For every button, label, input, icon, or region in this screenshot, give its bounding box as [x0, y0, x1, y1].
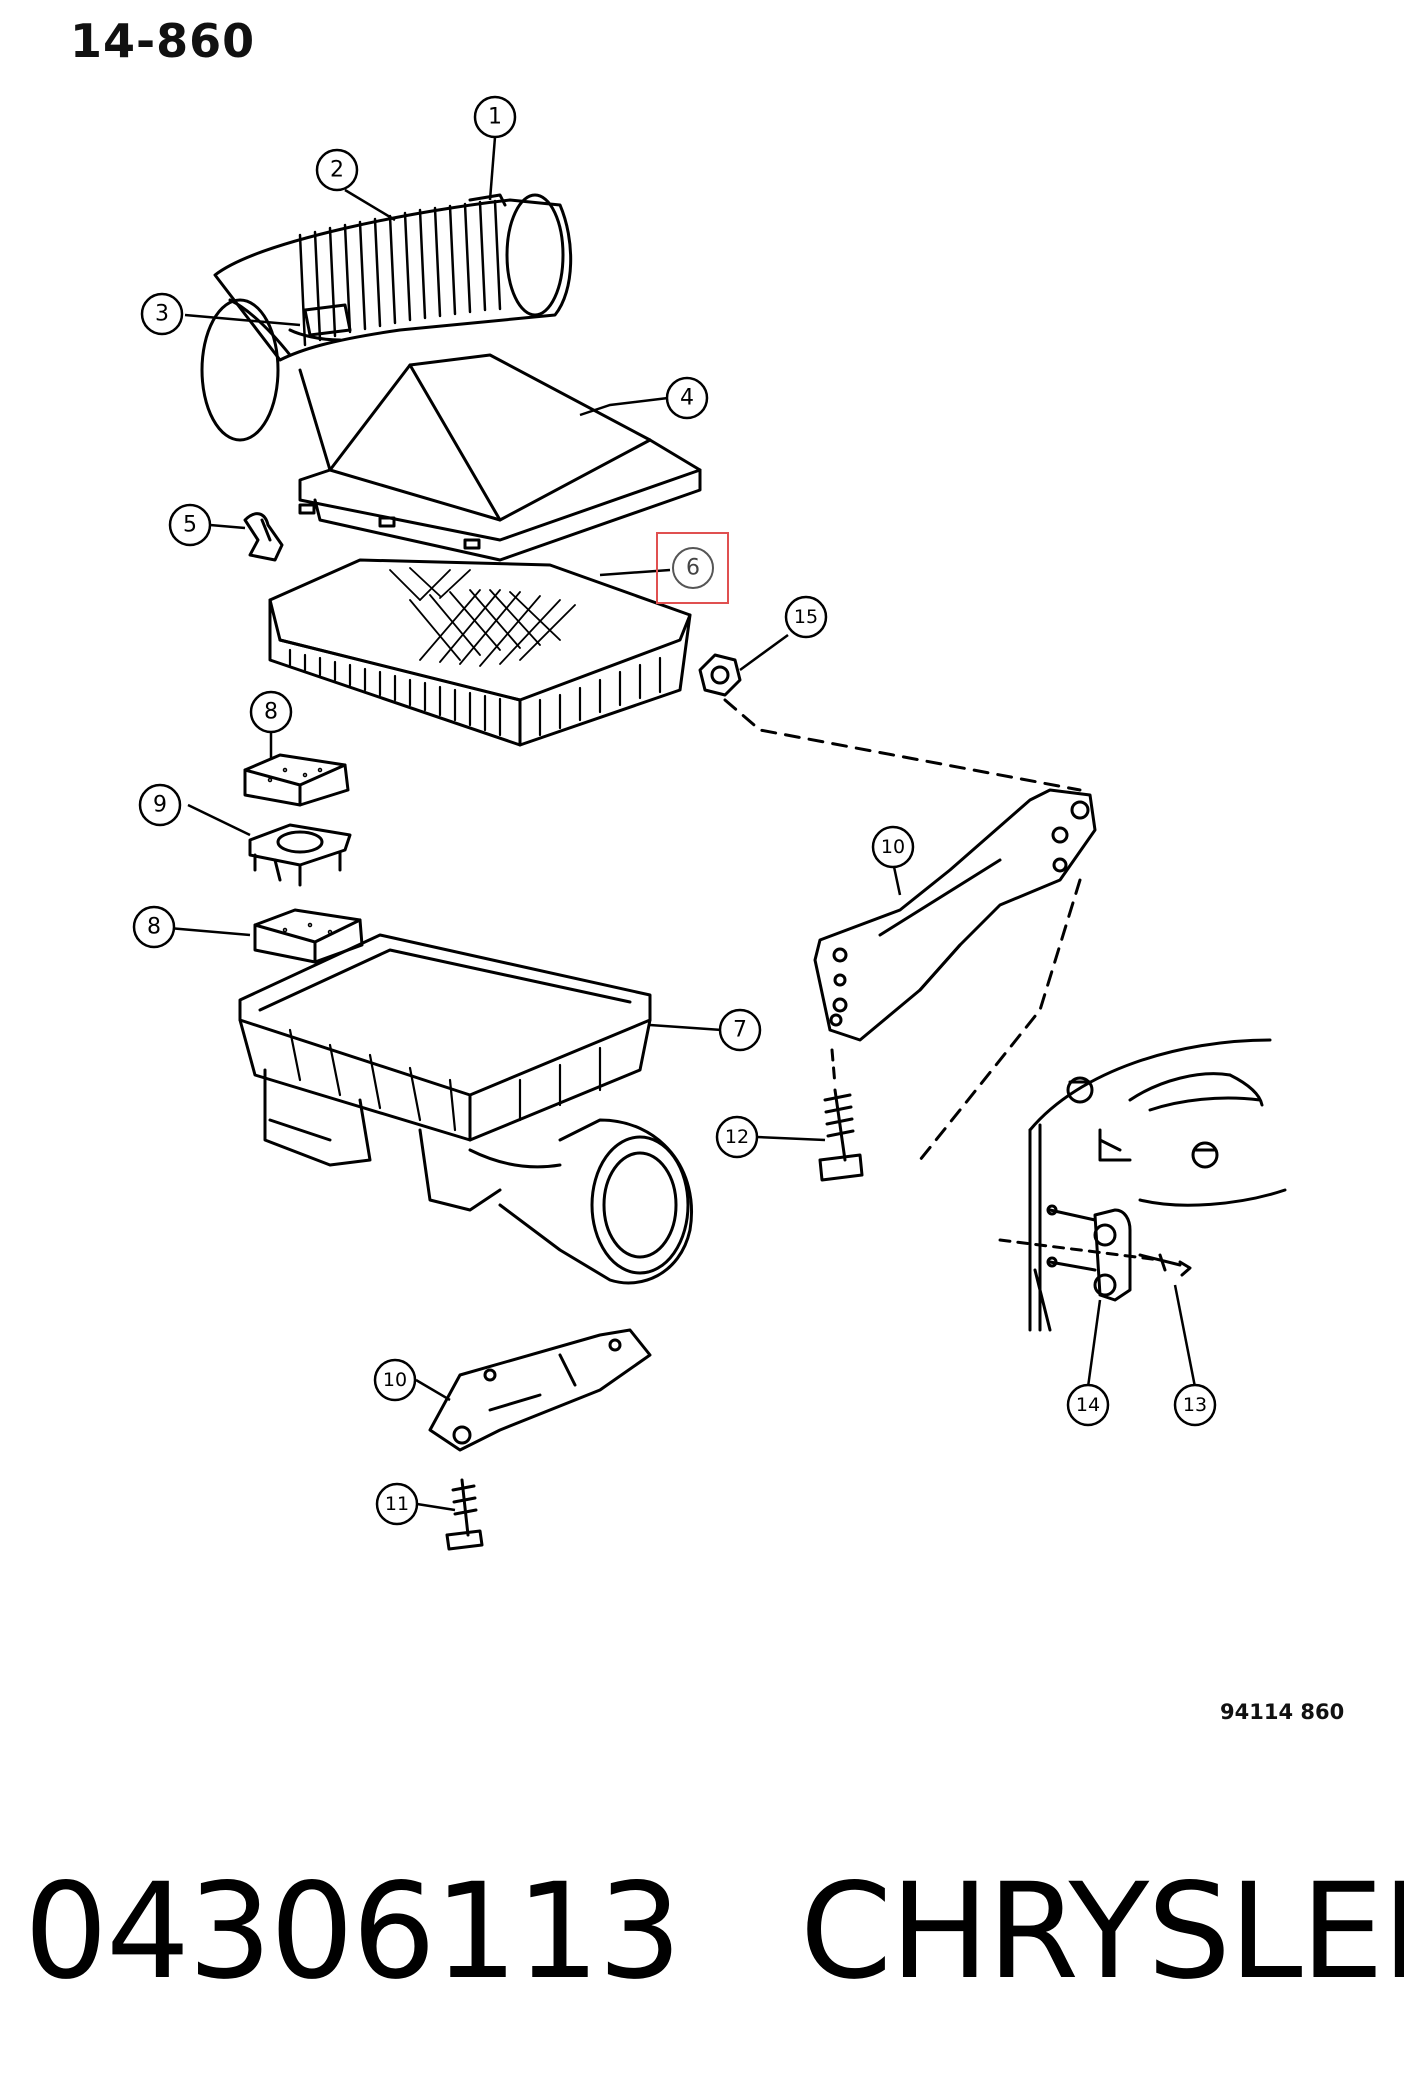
page-code: 14-860 [70, 14, 256, 68]
housing-cover [298, 353, 702, 562]
callout-3 [140, 292, 184, 336]
intake-hose [200, 193, 573, 442]
callout-13 [1173, 1383, 1217, 1427]
callout-9-label: 9 [153, 793, 167, 818]
brand-name: CHRYSLER [799, 1855, 1404, 2009]
callout-markers [132, 95, 1217, 1526]
callout-2-label: 2 [330, 158, 344, 183]
callout-5-label: 5 [183, 513, 197, 538]
callout-10a-label: 10 [881, 836, 905, 858]
figure-reference: 94114 860 [1220, 1700, 1345, 1724]
callout-11 [375, 1482, 419, 1526]
callout-8b [132, 905, 176, 949]
callout-8a [249, 690, 293, 734]
callout-8b-label: 8 [147, 915, 161, 940]
relay-bracket-14 [1046, 1204, 1132, 1302]
callout-14 [1066, 1383, 1110, 1427]
callout-10b [373, 1358, 417, 1402]
part-footer: 04306113 CHRYSLER [24, 1855, 1404, 2009]
callout-6-highlight-box [656, 532, 729, 604]
callout-4 [665, 376, 709, 420]
callout-13-label: 13 [1183, 1394, 1207, 1416]
callout-10a [871, 825, 915, 869]
air-cleaner-housing [238, 933, 693, 1285]
dashed-leader-bracket [918, 878, 1082, 1162]
callout-7-label: 7 [733, 1018, 747, 1043]
screw-bolt-12 [818, 1048, 864, 1182]
part-number: 04306113 [24, 1855, 682, 2009]
callout-4-label: 4 [680, 386, 694, 411]
callout-5 [168, 503, 212, 547]
callout-2 [315, 148, 359, 192]
hose-clamp [288, 303, 352, 342]
callout-10b-label: 10 [383, 1369, 407, 1391]
hex-nut [698, 653, 742, 697]
callout-11-label: 11 [385, 1493, 409, 1515]
mounting-bracket-upper [813, 788, 1097, 1042]
callout-9 [138, 783, 182, 827]
callout-6 [672, 547, 714, 589]
mounting-bracket-lower [428, 1328, 652, 1452]
callout-6-label: 6 [686, 556, 700, 581]
callout-1-label: 1 [488, 105, 502, 130]
screw-11 [445, 1478, 484, 1551]
callout-12 [715, 1115, 759, 1159]
dashed-leader-15 [723, 698, 1082, 792]
callout-1 [473, 95, 517, 139]
push-pin-13 [1138, 1253, 1192, 1277]
callout-3-label: 3 [155, 302, 169, 327]
callout-12-label: 12 [725, 1126, 749, 1148]
callout-7 [718, 1008, 762, 1052]
callout-15 [784, 595, 828, 639]
callout-15-label: 15 [794, 606, 818, 628]
callout-14-label: 14 [1076, 1394, 1100, 1416]
callout-8a-label: 8 [264, 700, 278, 725]
body-panel [998, 1038, 1287, 1332]
air-filter-element [268, 558, 692, 747]
rubber-pad-upper [243, 753, 350, 807]
rubber-pad-lower [253, 908, 364, 964]
retaining-clip [243, 512, 284, 562]
mounting-grommet [248, 823, 352, 887]
